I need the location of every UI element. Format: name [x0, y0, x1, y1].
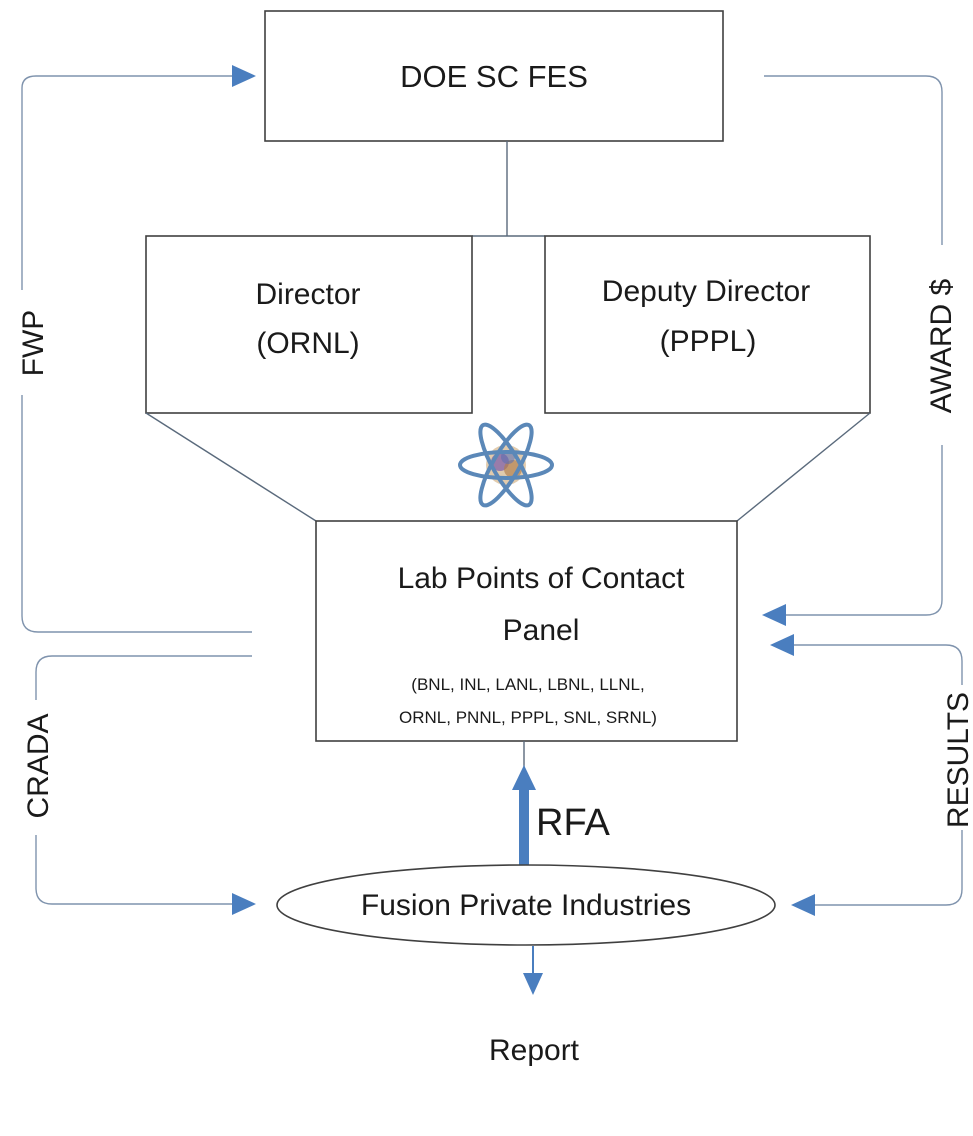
rfa-arrow-head: [512, 765, 536, 790]
funnel-left-line: [145, 412, 317, 522]
crada-arrow-head: [232, 893, 256, 915]
results-arrow-head: [770, 634, 794, 656]
award-arrow-head: [762, 604, 786, 626]
fwp-arrow-head: [232, 65, 256, 87]
lab-poc-panel-box: [315, 520, 738, 742]
crada-label: CRADA: [22, 713, 55, 818]
deputy-director-box: [544, 235, 871, 414]
crada-flow-line: [35, 655, 252, 905]
director-title: Director: [255, 278, 360, 311]
director-box: [145, 235, 473, 414]
rfa-label: RFA: [536, 802, 611, 844]
results-flow-line: [790, 644, 963, 906]
report-arrow-head: [523, 973, 543, 995]
panel-title-line2: Panel: [503, 614, 580, 647]
doe-sc-fes-label: DOE SC FES: [400, 59, 588, 94]
report-label: Report: [489, 1034, 580, 1067]
panel-labs-line1: (BNL, INL, LANL, LBNL, LLNL,: [411, 675, 644, 694]
rfa-arrow-shaft: [519, 787, 529, 886]
results-arrow-head-bottom: [791, 894, 815, 916]
director-lab: (ORNL): [256, 327, 359, 360]
deputy-director-title: Deputy Director: [602, 275, 810, 308]
award-label: AWARD $: [925, 278, 958, 413]
panel-labs-line2: ORNL, PNNL, PPPL, SNL, SRNL): [399, 708, 657, 727]
fwp-label: FWP: [17, 310, 50, 377]
panel-title-line1: Lab Points of Contact: [398, 562, 686, 595]
atom-icon: [458, 422, 554, 508]
deputy-director-lab: (PPPL): [660, 325, 757, 358]
doe-sc-fes-box: [264, 10, 724, 142]
funnel-right-line: [736, 412, 871, 522]
results-label: RESULTS: [942, 692, 973, 828]
fusion-industries-label: Fusion Private Industries: [361, 889, 691, 922]
fusion-industries-ellipse: [276, 864, 776, 946]
